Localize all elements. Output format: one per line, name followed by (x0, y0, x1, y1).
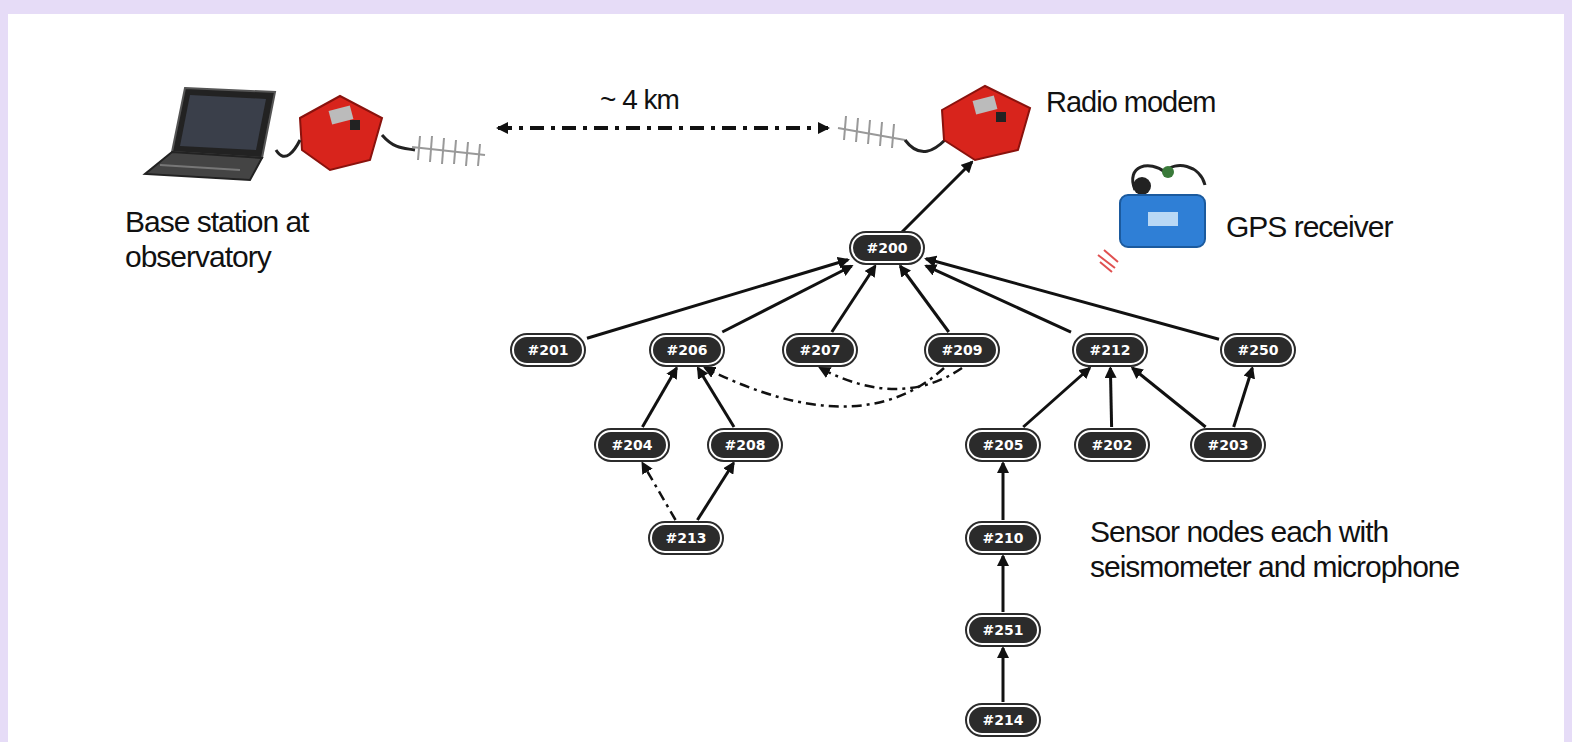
link-arrow (698, 368, 734, 427)
sensor-node: #202 (1076, 430, 1148, 460)
sensor-node: #207 (784, 335, 856, 365)
sensor-node: #209 (926, 335, 998, 365)
node-id: #212 (1090, 342, 1131, 358)
link-arrow (642, 368, 676, 427)
link-arrow (820, 368, 962, 389)
radio-modem-icon (276, 96, 415, 170)
node-id: #203 (1208, 437, 1249, 453)
yagi-antenna (838, 116, 905, 148)
sensor-node: #214 (967, 705, 1039, 735)
annotation-label: ~ 4 km (600, 84, 740, 116)
node-id: #210 (983, 530, 1024, 546)
sensor-node: #206 (651, 335, 723, 365)
link-arrow (1110, 368, 1111, 427)
gps-receiver-icon (1098, 166, 1205, 272)
yagi-antenna (412, 136, 485, 166)
link-arrow (587, 260, 848, 339)
link-arrow (1002, 463, 1005, 520)
annotation-label: GPS receiver (1226, 210, 1456, 245)
annotation-label: Sensor nodes each with seismometer and m… (1090, 515, 1470, 584)
link-arrow (1023, 368, 1089, 427)
link-arrow (722, 266, 851, 332)
link-arrow (697, 463, 733, 520)
link-arrow (1234, 368, 1253, 427)
link-arrow (926, 259, 1219, 340)
sensor-node: #201 (512, 335, 584, 365)
sensor-node: #200 (851, 233, 923, 263)
sensor-node: #250 (1222, 335, 1294, 365)
node-id: #201 (528, 342, 569, 358)
node-id: #202 (1092, 437, 1133, 453)
annotation-label: Base station at observatory (125, 205, 385, 274)
node-id: #214 (983, 712, 1024, 728)
sensor-node: #251 (967, 615, 1039, 645)
radio-modem-icon (905, 86, 1030, 160)
link-arrow (926, 266, 1071, 332)
sensor-node: #205 (967, 430, 1039, 460)
link-arrow (1002, 556, 1005, 612)
link-arrow (1132, 368, 1205, 427)
sensor-node: #213 (650, 523, 722, 553)
node-id: #213 (666, 530, 707, 546)
sensor-node: #203 (1192, 430, 1264, 460)
node-id: #207 (800, 342, 841, 358)
node-id: #251 (983, 622, 1024, 638)
sensor-node: #208 (709, 430, 781, 460)
link-arrow (1002, 648, 1005, 702)
laptop-icon (145, 88, 275, 180)
node-id: #200 (867, 240, 908, 256)
node-id: #206 (667, 342, 708, 358)
sensor-node: #204 (596, 430, 668, 460)
link-arrow (705, 368, 944, 407)
annotation-label: Radio modem (1046, 86, 1306, 119)
link-arrow (642, 463, 675, 520)
sensor-node: #210 (967, 523, 1039, 553)
node-id: #204 (612, 437, 653, 453)
node-id: #205 (983, 437, 1024, 453)
node-id: #208 (725, 437, 766, 453)
node-id: #250 (1238, 342, 1279, 358)
link-arrow (832, 266, 875, 332)
node-id: #209 (942, 342, 983, 358)
sensor-node: #212 (1074, 335, 1146, 365)
distance-arrow (498, 126, 828, 130)
link-arrow (900, 266, 949, 332)
uplink-arrow (902, 162, 972, 232)
